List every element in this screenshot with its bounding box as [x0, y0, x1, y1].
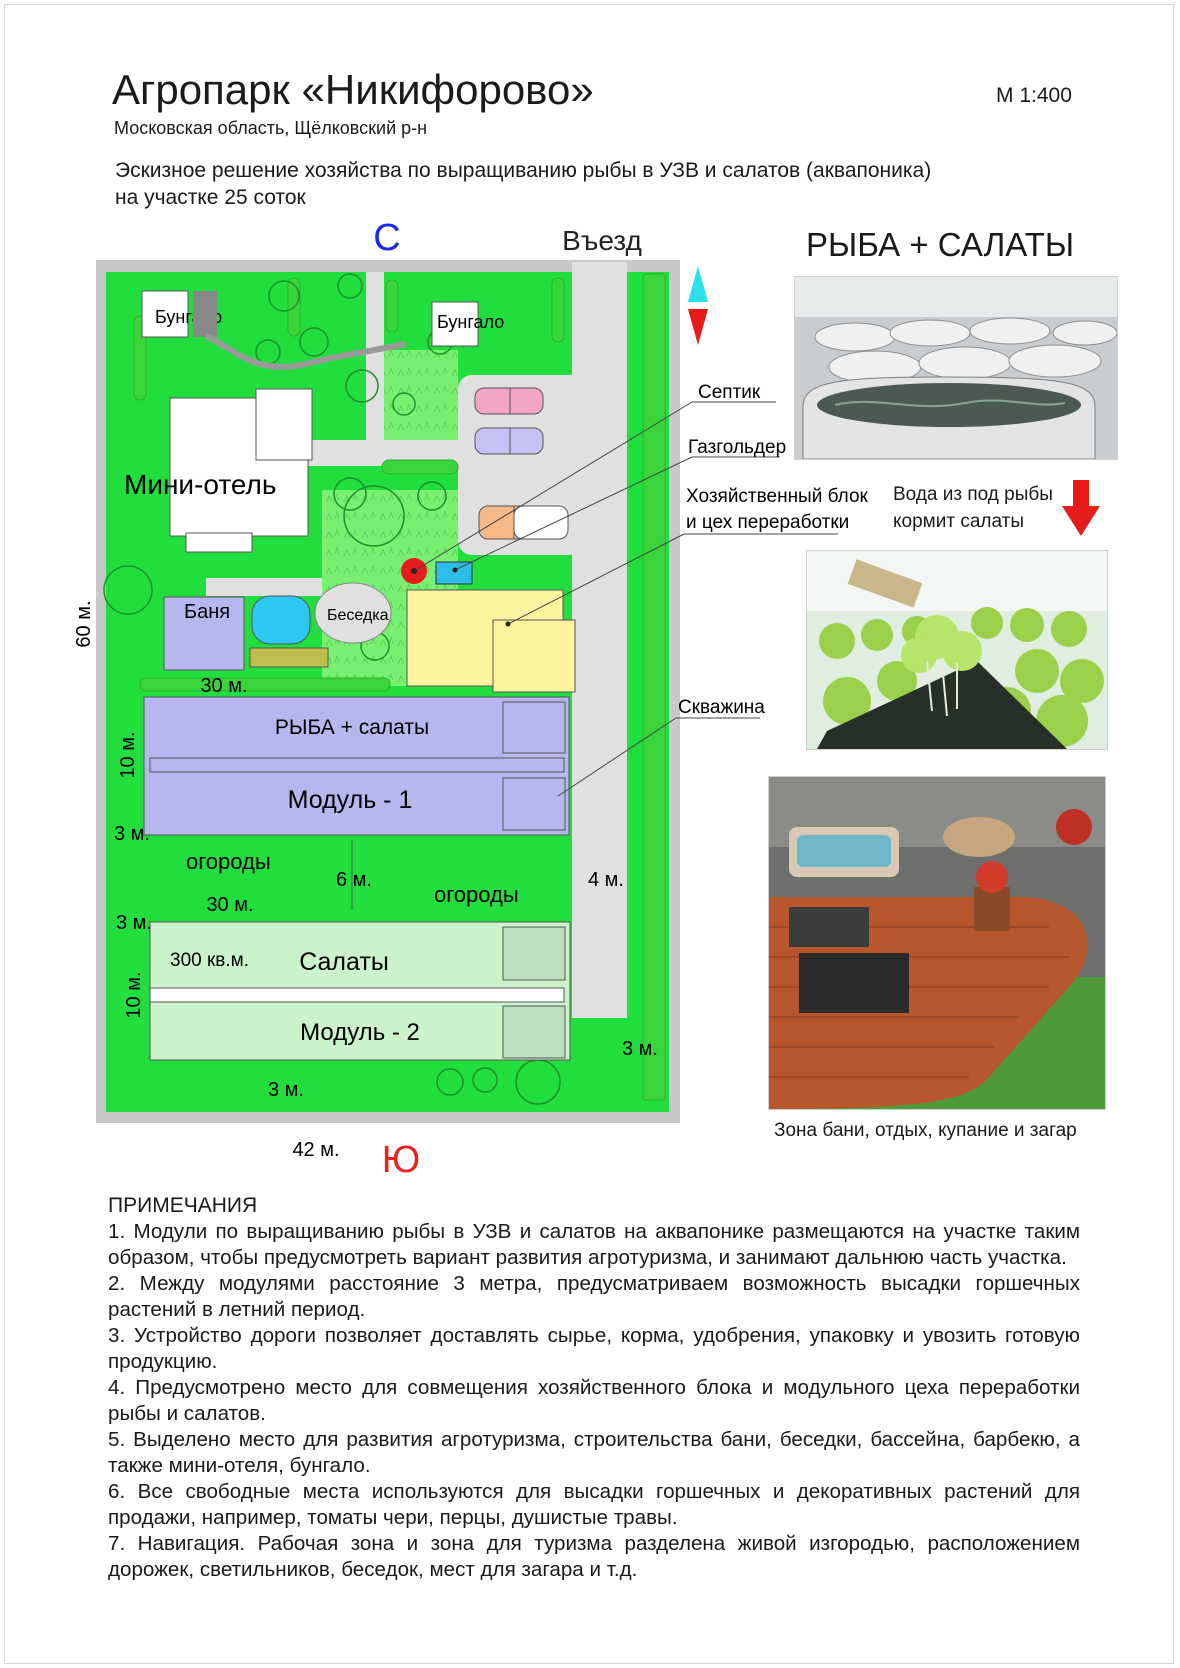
- dimension-hedge-length: 30 м.: [200, 675, 247, 697]
- hedges: [133, 273, 666, 1101]
- page-title: Агропарк «Никифорово»: [112, 66, 594, 113]
- dimension-gap-3: 3 м.: [622, 1038, 658, 1060]
- module-2-area: 300 кв.м.: [170, 950, 249, 971]
- dimension-road-width: 4 м.: [588, 869, 624, 891]
- callout-leaders: [413, 401, 838, 797]
- sunbed: [249, 647, 329, 668]
- water-note: Вода из под рыбы кормит салаты: [893, 481, 1053, 535]
- callout-utility-line-2: и цех переработки: [686, 512, 849, 533]
- dimension-width-total: 42 м.: [292, 1139, 339, 1161]
- photos-title: РЫБА + САЛАТЫ: [806, 226, 1075, 263]
- callout-utility-line-1: Хозяйственный блок: [686, 486, 869, 507]
- parking: [474, 387, 569, 540]
- description-line-1: Эскизное решение хозяйства по выращивани…: [115, 159, 932, 182]
- compass-north: С: [373, 217, 400, 259]
- module-1-label: Модуль - 1: [288, 786, 413, 814]
- notes-heading: ПРИМЕЧАНИЯ: [108, 1194, 258, 1217]
- gardens-label-2: огороды: [434, 882, 519, 907]
- garden-path: [204, 333, 407, 371]
- callout-gas-holder: Газгольдер: [688, 437, 786, 458]
- note-item: 5. Выделено место для развития агротуриз…: [108, 1428, 1080, 1477]
- mini-hotel: [169, 388, 313, 553]
- bungalow-lawn: [384, 350, 458, 440]
- mini-hotel-label: Мини-отель: [124, 469, 276, 500]
- notes-list: 1. Модули по выращиванию рыбы в УЗВ и са…: [108, 1219, 1080, 1583]
- region-subtitle: Московская область, Щёлковский р-н: [114, 118, 428, 138]
- bungalow-1-terrace: [193, 291, 217, 337]
- page-frame: [4, 4, 1174, 1664]
- water-note-line-2: кормит салаты: [893, 511, 1024, 532]
- dimension-module-length: 30 м.: [206, 894, 253, 916]
- scale-label: М 1:400: [996, 84, 1072, 107]
- callout-septic: Септик: [698, 382, 761, 403]
- note-item: 4. Предусмотрено место для совмещения хо…: [108, 1376, 1080, 1425]
- module-2-title: Салаты: [299, 948, 389, 976]
- water-note-line-1: Вода из под рыбы: [893, 484, 1053, 505]
- dimension-gap-1: 3 м.: [114, 823, 150, 845]
- note-item: 1. Модули по выращиванию рыбы в УЗВ и са…: [108, 1220, 1080, 1269]
- dimension-module-2-width: 10 м.: [123, 971, 145, 1018]
- dimension-module-1-width: 10 м.: [117, 731, 139, 778]
- recreation-zone-caption: Зона бани, отдых, купание и загар: [774, 1120, 1077, 1141]
- module-1-title: РЫБА + салаты: [275, 716, 429, 739]
- arrow-down-icon: [1062, 480, 1100, 536]
- fish-tanks-photo: [794, 276, 1118, 460]
- module-2-label: Модуль - 2: [300, 1019, 420, 1046]
- dimension-height-total: 60 м.: [73, 600, 95, 647]
- gazebo-label: Беседка: [327, 607, 389, 624]
- callout-well: Скважина: [678, 697, 765, 718]
- note-item: 2. Между модулями расстояние 3 метра, пр…: [108, 1272, 1080, 1321]
- bungalow-2: [431, 301, 479, 347]
- pool: [251, 595, 311, 645]
- dimension-gardens-depth: 6 м.: [336, 869, 372, 891]
- lettuce-photo: [806, 550, 1108, 750]
- bath-label: Баня: [184, 601, 230, 623]
- note-item: 6. Все свободные места используются для …: [108, 1480, 1080, 1529]
- note-item: 3. Устройство дороги позволяет доставлят…: [108, 1324, 1080, 1373]
- dimension-gap-4: 3 м.: [268, 1079, 304, 1101]
- bungalow-2-label: Бунгало: [437, 312, 504, 332]
- note-item: 7. Навигация. Рабочая зона и зона для ту…: [108, 1532, 1080, 1581]
- description-line-2: на участке 25 соток: [115, 186, 306, 209]
- recreation-zone-photo: [768, 776, 1106, 1110]
- bath: [163, 596, 245, 671]
- gas-holder: [435, 561, 473, 585]
- processing-shop: [492, 619, 576, 693]
- north-arrow-icon: [688, 266, 708, 345]
- project-description: Эскизное решение хозяйства по выращивани…: [115, 157, 1075, 211]
- module-1: [143, 696, 570, 836]
- entrance-label: Въезд: [562, 225, 642, 256]
- dimension-gap-2: 3 м.: [116, 912, 152, 934]
- bungalow-1: [141, 290, 189, 338]
- gardens-label-1: огороды: [186, 849, 271, 874]
- gazebo: [314, 582, 392, 644]
- module-2: [149, 921, 571, 1061]
- compass-south: Ю: [382, 1139, 420, 1181]
